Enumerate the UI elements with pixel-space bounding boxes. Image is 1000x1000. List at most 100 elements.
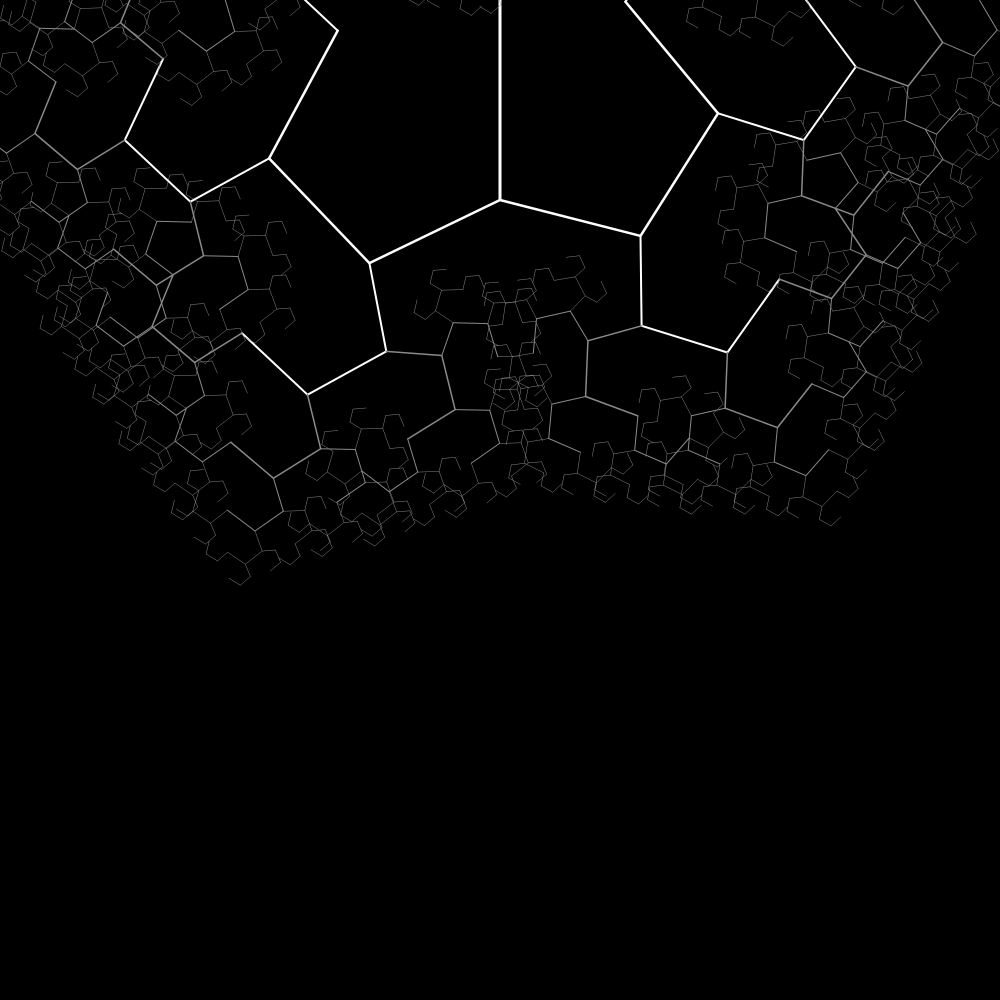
branch-segment [21, 243, 32, 253]
branch-segment [920, 191, 934, 194]
branch-segment [361, 428, 383, 430]
branch-segment [766, 496, 770, 510]
branch-segment [627, 452, 634, 466]
branch-segment [225, 219, 240, 222]
branch-segment [532, 318, 537, 354]
branch-segment [8, 11, 12, 25]
branch-segment [98, 234, 105, 248]
branch-segment [70, 277, 74, 291]
branch-segment [39, 314, 44, 329]
branch-segment [829, 249, 851, 254]
branch-segment [665, 437, 690, 465]
branch-segment [240, 576, 251, 586]
branch-segment [326, 451, 334, 473]
branch-segment [156, 55, 168, 65]
branch-segment [246, 413, 252, 427]
branch-segment [187, 483, 200, 491]
branch-segment [679, 507, 692, 515]
branch-segment [879, 311, 886, 325]
branch-segment [731, 454, 735, 469]
branch-segment [845, 109, 856, 119]
branch-segment [876, 361, 892, 378]
branch-segment [127, 29, 140, 37]
branch-segment [311, 529, 326, 531]
branch-segment [429, 504, 435, 518]
branch-segment [180, 98, 193, 106]
branch-segment [486, 338, 499, 346]
branch-segment [122, 32, 135, 41]
branch-segment [321, 431, 326, 445]
branch-segment [339, 495, 351, 506]
branch-segment [897, 167, 910, 175]
branch-segment [11, 60, 29, 75]
branch-segment [9, 226, 20, 236]
branch-segment [801, 324, 808, 337]
branch-segment [429, 491, 447, 505]
branch-segment [832, 307, 855, 312]
branch-segment [305, 473, 318, 481]
branch-segment [326, 522, 345, 536]
branch-segment [904, 120, 938, 135]
branch-segment [241, 425, 252, 436]
branch-segment [170, 332, 183, 340]
branch-segment [254, 510, 284, 532]
branch-segment [879, 263, 883, 285]
branch-segment [213, 70, 228, 72]
branch-segment [206, 50, 214, 72]
branch-segment [579, 255, 586, 269]
branch-segment [269, 288, 278, 310]
branch-segment [110, 358, 129, 372]
branch-segment [22, 248, 42, 262]
branch-segment [175, 415, 184, 436]
branch-segment [55, 285, 60, 300]
branch-segment [226, 509, 256, 532]
branch-segment [840, 397, 844, 419]
branch-segment [917, 197, 930, 205]
branch-segment [75, 288, 93, 303]
branch-segment [284, 320, 296, 330]
branch-segment [363, 538, 375, 547]
branch-segment [686, 8, 690, 22]
branch-segment [957, 113, 972, 116]
branch-segment [166, 435, 184, 449]
branch-segment [859, 412, 876, 429]
branch-segment [1, 250, 14, 258]
branch-segment [733, 507, 746, 515]
branch-segment [379, 511, 397, 526]
branch-segment [196, 71, 214, 85]
branch-segment [959, 108, 979, 119]
branch-segment [764, 237, 797, 252]
branch-segment [878, 290, 882, 305]
branch-segment [685, 375, 692, 389]
branch-segment [129, 220, 135, 234]
branch-segment [523, 428, 538, 431]
branch-segment [424, 516, 435, 526]
branch-segment [357, 521, 363, 534]
branch-segment [289, 307, 296, 321]
branch-segment [724, 407, 779, 429]
branch-segment [906, 295, 918, 316]
branch-segment [850, 214, 855, 251]
branch-segment [174, 0, 180, 14]
fractal-tree [0, 0, 1000, 586]
branch-segment [910, 340, 922, 350]
branch-segment [787, 120, 802, 123]
branch-segment [57, 247, 86, 270]
branch-segment [79, 280, 91, 290]
branch-segment [227, 551, 246, 565]
branch-segment [108, 188, 113, 203]
branch-segment [987, 86, 991, 101]
branch-segment [944, 208, 955, 218]
branch-segment [921, 259, 934, 267]
branch-segment [352, 407, 367, 410]
branch-segment [724, 229, 739, 232]
branch-segment [584, 395, 639, 417]
branch-segment [91, 22, 121, 43]
branch-segment [418, 0, 425, 6]
branch-segment [789, 10, 802, 18]
branch-segment [195, 361, 200, 376]
branch-segment [978, 102, 994, 119]
branch-segment [322, 547, 333, 557]
branch-segment [100, 358, 111, 369]
branch-segment [108, 201, 117, 223]
